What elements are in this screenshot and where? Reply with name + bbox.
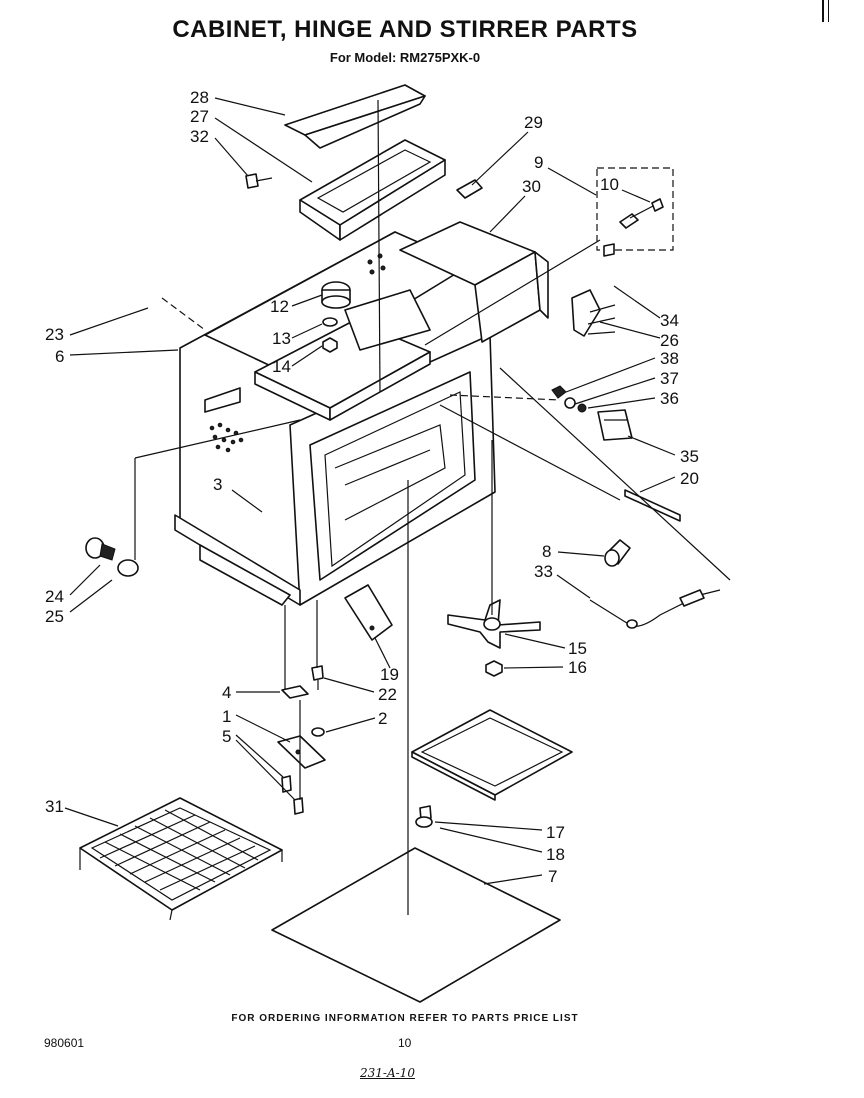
callout-15: 15 (568, 639, 587, 658)
callout-14: 14 (272, 357, 291, 376)
callout-12: 12 (270, 297, 289, 316)
top-vent-assembly (245, 84, 446, 241)
callout-3: 3 (213, 475, 222, 494)
callout-38: 38 (660, 349, 679, 368)
cabinet-body (174, 231, 496, 606)
callout-7: 7 (548, 867, 557, 886)
hinge-hardware (277, 665, 326, 815)
stirrer-shaft (624, 489, 681, 522)
callout-22: 22 (378, 685, 397, 704)
callout-6: 6 (55, 347, 64, 366)
page-title: CABINET, HINGE AND STIRRER PARTS (172, 16, 638, 43)
callout-31: 31 (45, 797, 64, 816)
handwritten-note: 231-A-10 (360, 1066, 415, 1080)
callout-13: 13 (272, 329, 291, 348)
callout-35: 35 (680, 447, 699, 466)
callout-16: 16 (568, 658, 587, 677)
callout-8: 8 (542, 542, 551, 561)
waveguide-assembly (254, 281, 431, 421)
vent-holes (209, 422, 244, 453)
interlock-switch (571, 243, 616, 337)
callout-17: 17 (546, 823, 565, 842)
callout-20: 20 (680, 469, 699, 488)
wire-rack (79, 797, 283, 921)
monitor-switch (551, 385, 633, 441)
document-number: 980601 (44, 1036, 85, 1050)
base-plate (271, 847, 561, 1003)
access-cover (344, 584, 393, 641)
leader-lines (64, 97, 676, 885)
callout-26: 26 (660, 331, 679, 350)
callout-27: 27 (190, 107, 209, 126)
callout-labels: 28 27 32 29 9 10 30 12 34 26 23 6 13 14 … (45, 88, 699, 886)
stirrer-fan (447, 599, 541, 677)
lamp-socket-and-harness (589, 539, 721, 629)
callout-36: 36 (660, 389, 679, 408)
callout-28: 28 (190, 88, 209, 107)
callout-9: 9 (534, 153, 543, 172)
callout-34: 34 (660, 311, 679, 330)
glass-tray (411, 709, 573, 828)
page-number: 10 (398, 1036, 412, 1050)
scan-edge-mark (822, 0, 829, 22)
callout-37: 37 (660, 369, 679, 388)
callout-24: 24 (45, 587, 64, 606)
callout-19: 19 (380, 665, 399, 684)
callout-33: 33 (534, 562, 553, 581)
callout-18: 18 (546, 845, 565, 864)
callout-4: 4 (222, 683, 231, 702)
callout-1: 1 (222, 707, 231, 726)
assembly-lines (134, 99, 731, 915)
callout-29: 29 (524, 113, 543, 132)
ordering-note: FOR ORDERING INFORMATION REFER TO PARTS … (231, 1013, 579, 1024)
lamp-assembly (85, 537, 139, 577)
model-line: For Model: RM275PXK-0 (329, 50, 481, 65)
callout-23: 23 (45, 325, 64, 344)
cover-plate (399, 179, 549, 343)
callout-30: 30 (522, 177, 541, 196)
callout-5: 5 (222, 727, 231, 746)
callout-2: 2 (378, 709, 387, 728)
callout-25: 25 (45, 607, 64, 626)
callout-10: 10 (600, 175, 619, 194)
callout-32: 32 (190, 127, 209, 146)
thermal-cutout-kit (596, 167, 674, 251)
